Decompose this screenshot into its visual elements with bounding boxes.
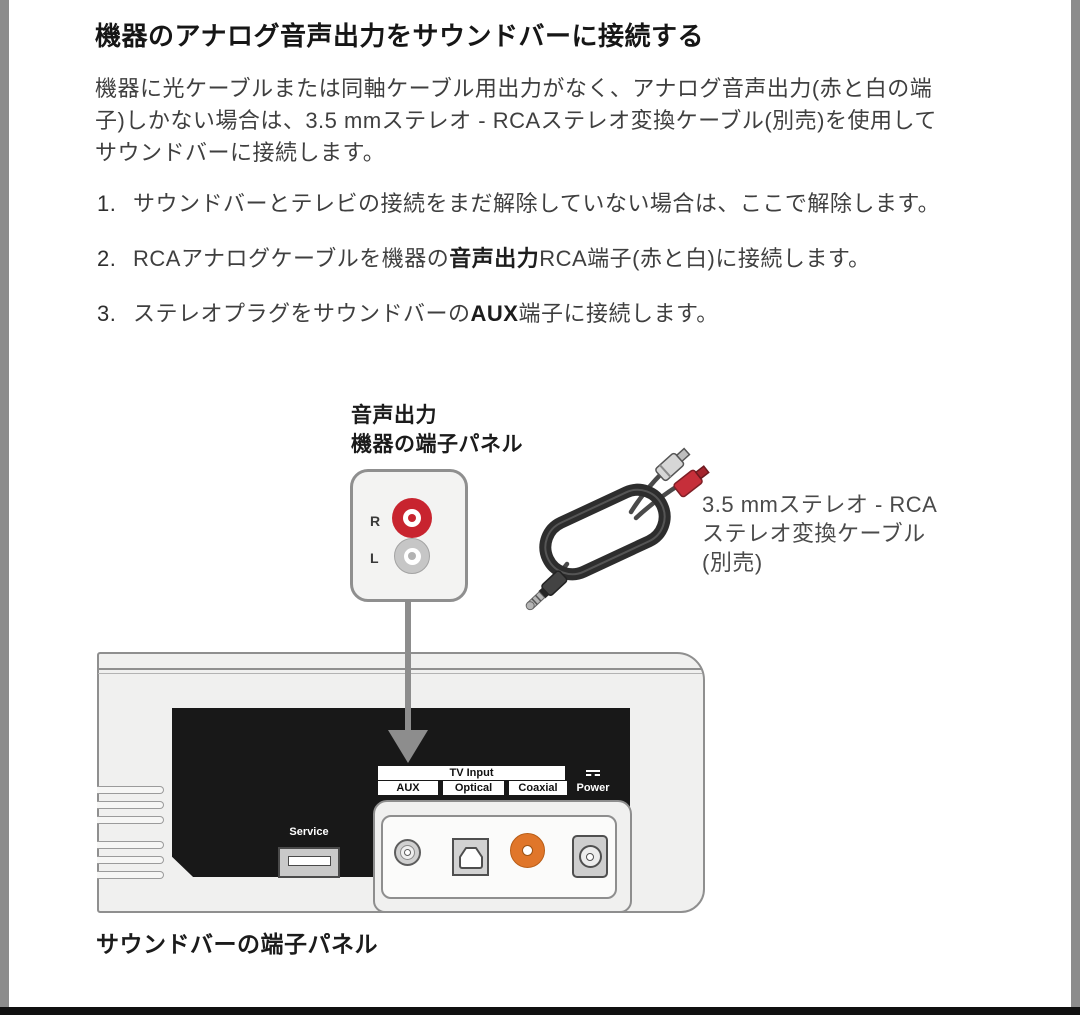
rca-plug-red xyxy=(673,465,710,498)
soundbar-grille-slat xyxy=(97,871,164,879)
step-item: 3. ステレオプラグをサウンドバーのAUX端子に接続します。 xyxy=(97,296,1027,328)
cable-coil xyxy=(539,483,671,581)
usb-service-port xyxy=(278,847,340,878)
cable-label: 3.5 mmステレオ - RCA xyxy=(702,492,938,517)
soundbar-grille-slat xyxy=(97,786,164,794)
step-number: 1. xyxy=(97,191,117,216)
soundbar-grille-slat xyxy=(97,816,164,824)
soundbar-grille-slat xyxy=(97,841,164,849)
source-panel-label: 機器の端子パネル xyxy=(351,433,523,456)
label-service: Service xyxy=(289,826,329,838)
power-jack xyxy=(572,835,608,878)
rca-plug-white xyxy=(655,447,691,482)
coaxial-jack xyxy=(510,833,545,868)
step-text: 端子に接続します。 xyxy=(518,301,719,326)
step-text: ステレオプラグをサウンドバーの xyxy=(133,301,471,326)
step-text: RCA端子(赤と白)に接続します。 xyxy=(539,246,871,271)
soundbar-top-rim xyxy=(98,673,702,674)
soundbar-caption: サウンドバーの端子パネル xyxy=(96,931,378,957)
step-text-bold: AUX xyxy=(470,301,519,326)
jack-label-r: R xyxy=(370,513,381,529)
rca-jack-white xyxy=(394,538,430,574)
intro-line: サウンドバーに接続します。 xyxy=(95,140,386,165)
step-number: 2. xyxy=(97,246,117,271)
down-arrow-icon xyxy=(405,600,411,732)
step-text: RCAアナログケーブルを機器の xyxy=(133,246,450,271)
step-text-bold: 音声出力 xyxy=(449,246,540,271)
viewer-bottom-edge xyxy=(0,1007,1080,1015)
page-title: 機器のアナログ音声出力をサウンドバーに接続する xyxy=(95,21,704,51)
cable-label: ステレオ変換ケーブル xyxy=(702,521,926,546)
label-coaxial: Coaxial xyxy=(509,781,567,795)
usb-slot xyxy=(288,856,331,866)
optical-port xyxy=(452,838,489,876)
toslink-icon xyxy=(458,847,483,869)
intro-line: 子)しかない場合は、3.5 mmステレオ - RCAステレオ変換ケーブル(別売)… xyxy=(95,108,937,133)
intro-line: 機器に光ケーブルまたは同軸ケーブル用出力がなく、アナログ音声出力(赤と白の端 xyxy=(95,76,933,101)
label-optical: Optical xyxy=(443,781,504,795)
jack-label-l: L xyxy=(370,550,379,566)
dc-power-symbol-icon xyxy=(586,770,600,776)
label-tv-input: TV Input xyxy=(378,766,565,780)
label-aux: AUX xyxy=(378,781,438,795)
step-number: 3. xyxy=(97,301,117,326)
source-panel-label: 音声出力 xyxy=(351,404,437,427)
label-power: Power xyxy=(576,782,610,794)
step-item: 1. サウンドバーとテレビの接続をまだ解除していない場合は、ここで解除します。 xyxy=(97,186,1027,218)
step-text: サウンドバーとテレビの接続をまだ解除していない場合は、ここで解除します。 xyxy=(133,191,941,216)
device-jack-panel: R L xyxy=(350,469,468,602)
viewer-left-edge xyxy=(0,0,9,1008)
step-item: 2. RCAアナログケーブルを機器の音声出力RCA端子(赤と白)に接続します。 xyxy=(97,241,1027,273)
viewer-right-edge xyxy=(1071,0,1080,1008)
adapter-cable-illustration xyxy=(525,447,710,611)
soundbar-grille-slat xyxy=(97,856,164,864)
aux-jack xyxy=(394,839,421,866)
stereo-mini-plug xyxy=(525,570,568,611)
soundbar-grille-slat xyxy=(97,801,164,809)
rca-jack-red xyxy=(392,498,432,538)
down-arrow-icon xyxy=(388,730,428,763)
cable-label: (別売) xyxy=(702,550,763,575)
soundbar-top-rim xyxy=(98,668,702,670)
